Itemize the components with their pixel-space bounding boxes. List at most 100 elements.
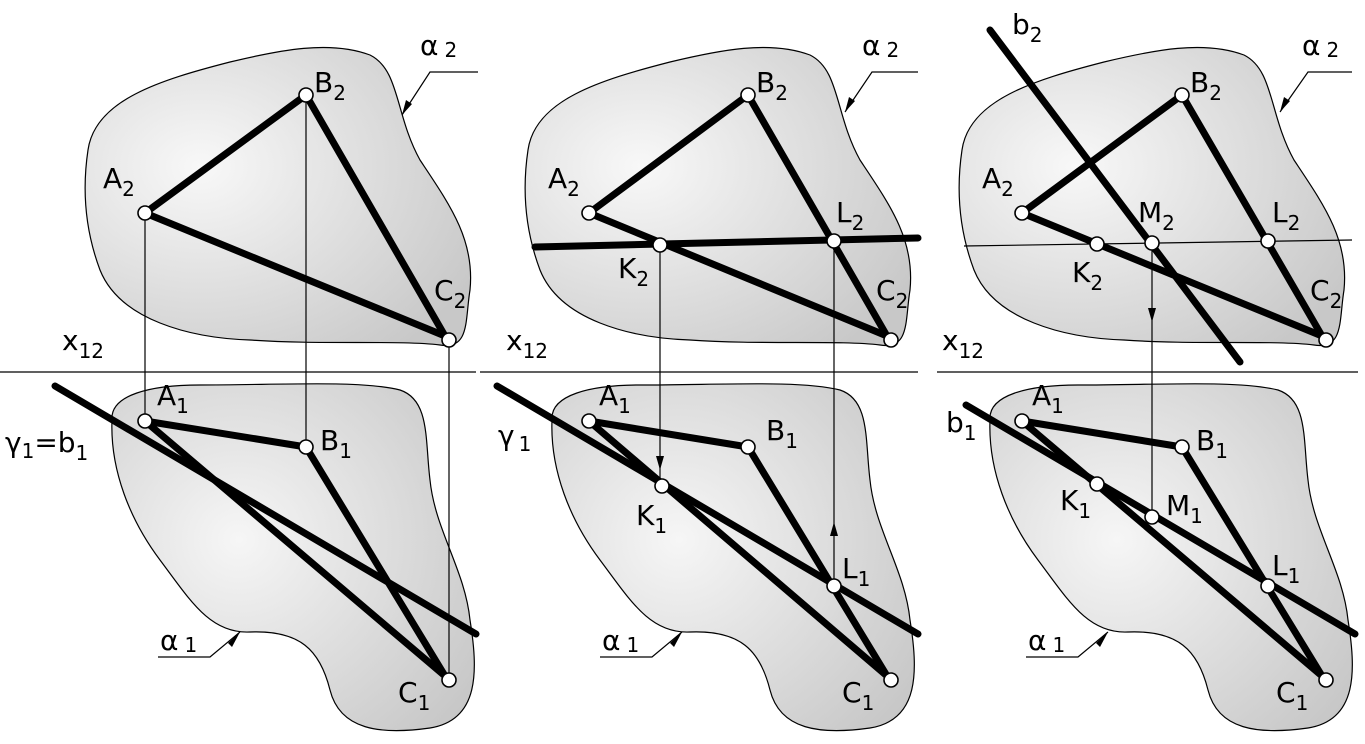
point-B2: [740, 87, 756, 103]
edge-B2C2: [302, 91, 449, 340]
line-gamma2: [531, 234, 922, 251]
label-A1: A1: [157, 379, 189, 418]
label-L2: L2: [836, 196, 864, 235]
edge-A2B2: [141, 91, 310, 217]
label-A2: A2: [103, 162, 135, 201]
leader-alpha1-arrow: [670, 632, 682, 647]
edge-A2C2: [141, 209, 449, 340]
point-B1: [298, 439, 314, 455]
edge-B1C1: [302, 443, 449, 680]
edge-A2B2: [1018, 91, 1186, 217]
point-B1: [1174, 439, 1190, 455]
leader-alpha2: [1279, 71, 1352, 113]
label-B2: B2: [314, 66, 346, 105]
point-K2: [652, 237, 668, 253]
edge-B1C1: [1178, 443, 1326, 680]
label-A1: A1: [1032, 379, 1064, 418]
point-C2: [1318, 332, 1334, 348]
point-K1: [1089, 476, 1105, 492]
plane-alpha2-blob: [524, 46, 912, 347]
edge-B2C2: [1178, 91, 1326, 340]
point-B1: [740, 439, 756, 455]
label-C1: C1: [1276, 676, 1308, 715]
point-K2: [1089, 236, 1105, 252]
link-line-K-arrow: [656, 456, 664, 470]
link-line-M-arrow: [1148, 308, 1156, 322]
label-C1: C1: [842, 676, 874, 715]
leader-alpha1: [600, 631, 683, 658]
edge-B1C1: [744, 443, 891, 680]
point-M1: [1144, 509, 1160, 525]
line-gamma1-b1: [51, 382, 480, 638]
leader-alpha1: [158, 631, 241, 658]
label-K1: K1: [636, 499, 667, 538]
label-M1: M1: [1166, 489, 1203, 528]
label-A2: A2: [548, 162, 580, 201]
edge-A1B1: [1018, 417, 1186, 451]
leader-alpha1-arrow: [228, 632, 240, 647]
line-b1: [962, 401, 1359, 638]
label-C2: C2: [434, 274, 466, 313]
edge-A1B1: [585, 417, 752, 451]
label-L1: L1: [842, 552, 870, 591]
label-B1: B1: [320, 424, 352, 463]
point-L2: [826, 233, 842, 249]
point-B2: [298, 87, 314, 103]
point-C2: [883, 332, 899, 348]
edge-A2B2: [585, 91, 752, 217]
edge-A1C1: [585, 417, 891, 680]
point-C2: [441, 332, 457, 348]
label-B1: B1: [1196, 424, 1228, 463]
point-A2: [137, 205, 153, 221]
leader-alpha1-arrow: [1096, 632, 1108, 647]
label-L2: L2: [1272, 196, 1300, 235]
point-C1: [883, 672, 899, 688]
point-L2: [1260, 233, 1276, 249]
point-A1: [137, 413, 153, 429]
label-L1: L1: [1272, 549, 1300, 588]
plane-alpha2-blob: [84, 46, 472, 347]
label-K1: K1: [1060, 484, 1091, 523]
line-b2: [986, 26, 1244, 366]
leader-alpha2-arrow: [845, 97, 855, 112]
leader-alpha2: [401, 71, 478, 116]
label-x12: x12: [62, 324, 104, 363]
label-B2: B2: [1190, 66, 1222, 105]
point-A1: [581, 413, 597, 429]
label-B1: B1: [766, 414, 798, 453]
label-A1: A1: [599, 379, 631, 418]
point-A2: [581, 205, 597, 221]
label-gamma1-b1: γ1=b1: [5, 426, 88, 465]
leader-alpha2-arrow: [1280, 97, 1290, 112]
label-x12: x12: [506, 324, 548, 363]
link-line-L-arrow: [830, 522, 838, 536]
label-C2: C2: [876, 274, 908, 313]
label-M2: M2: [1138, 196, 1175, 235]
label-b1: b1: [946, 406, 977, 445]
line-gamma1: [493, 382, 922, 638]
point-C1: [441, 672, 457, 688]
leader-alpha2-arrow: [402, 100, 412, 115]
label-C2: C2: [1310, 274, 1342, 313]
edge-A1C1: [141, 417, 449, 680]
edge-A2C2: [1018, 209, 1326, 340]
edge-A2C2: [585, 209, 891, 340]
leader-alpha1: [1026, 631, 1109, 658]
point-C1: [1318, 672, 1334, 688]
leader-alpha2: [844, 71, 918, 113]
point-L1: [826, 578, 842, 594]
edge-A1B1: [141, 417, 310, 451]
point-A1: [1014, 413, 1030, 429]
